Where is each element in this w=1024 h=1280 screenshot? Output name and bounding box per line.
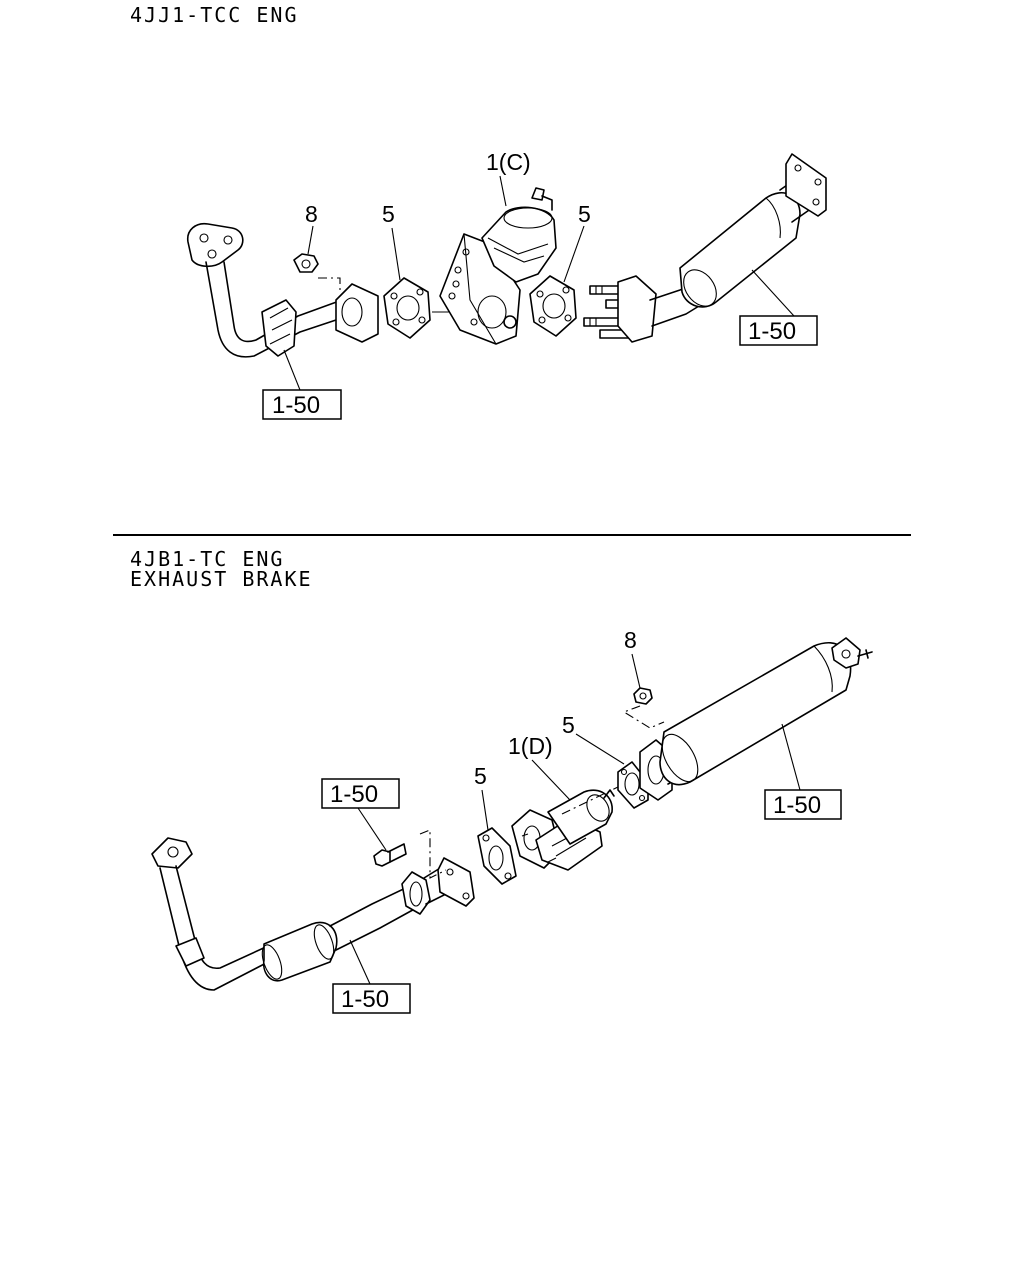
bottom-muffler	[639, 637, 873, 801]
top-ref-right-label: 1-50	[748, 318, 796, 345]
bottom-nut	[633, 687, 653, 705]
bottom-nut-dash	[622, 705, 665, 729]
bottom-section-title-line2: EXHAUST BRAKE	[130, 567, 313, 591]
bottom-ref-box-bolt: 1-50	[321, 778, 400, 809]
bottom-callout-1d: 1(D)	[508, 733, 553, 759]
bottom-leader-ref-right	[781, 723, 801, 791]
top-callout-5b: 5	[578, 201, 591, 227]
bottom-ref-right-label: 1-50	[773, 792, 821, 819]
top-leader-dash-8	[318, 277, 341, 290]
top-muffler-pipe	[583, 153, 827, 343]
top-section-title: 4JJ1-TCC ENG	[130, 3, 299, 27]
bottom-leader-8	[631, 653, 641, 689]
bottom-ref-lower-label: 1-50	[341, 986, 389, 1013]
top-callout-5a: 5	[382, 201, 395, 227]
top-gasket-left	[383, 277, 431, 339]
bottom-leader-ref-lower	[349, 939, 371, 985]
top-leader-ref-right	[751, 269, 795, 317]
top-ref-left-label: 1-50	[272, 392, 320, 419]
bottom-gasket-left	[477, 827, 517, 885]
top-ref-box-right: 1-50	[739, 315, 818, 346]
top-leader-1c	[499, 175, 507, 207]
bottom-leader-1d	[531, 759, 571, 801]
bottom-bolt-dash	[419, 829, 447, 879]
bottom-leader-5b	[575, 733, 625, 765]
bottom-front-pipe	[151, 837, 475, 991]
bottom-ref-box-lower: 1-50	[332, 983, 411, 1014]
top-leader-5b	[563, 225, 585, 283]
top-ref-box-left: 1-50	[262, 389, 342, 420]
bottom-callout-8: 8	[624, 627, 637, 653]
top-gasket-right	[529, 275, 577, 337]
top-leader-8	[307, 225, 314, 255]
bottom-leader-5a	[481, 789, 489, 831]
bottom-exhaust-brake-valve	[511, 789, 615, 871]
bottom-callout-5a: 5	[474, 763, 487, 789]
top-callout-8: 8	[305, 201, 318, 227]
bottom-leader-ref-bolt	[357, 807, 387, 851]
top-leader-5a	[391, 227, 401, 281]
bottom-bolt	[373, 843, 407, 867]
bottom-ref-bolt-label: 1-50	[330, 781, 378, 808]
top-exhaust-brake-valve	[439, 187, 557, 345]
top-front-pipe	[186, 222, 379, 358]
bottom-ref-box-right: 1-50	[764, 789, 842, 820]
top-nut	[293, 253, 319, 273]
top-callout-1c: 1(C)	[486, 149, 531, 175]
bottom-callout-5b: 5	[562, 712, 575, 738]
bottom-valve-dash	[561, 785, 621, 815]
top-leader-ref-left	[283, 349, 301, 391]
bottom-section-title-line1: 4JB1-TC ENG	[130, 547, 285, 571]
